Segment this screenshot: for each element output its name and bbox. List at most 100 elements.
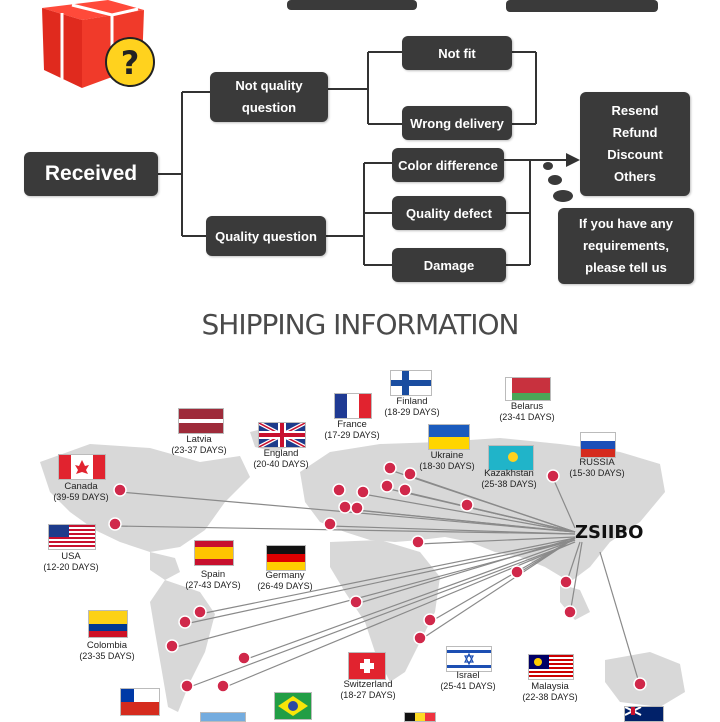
country-label-malaysia: Malaysia(22-38 DAYS)	[505, 681, 595, 703]
country-name: Belarus	[510, 401, 544, 412]
pin-icon	[350, 501, 364, 515]
solutions-box: Resend Refund Discount Others	[580, 92, 690, 196]
svg-text:?: ?	[121, 44, 140, 82]
country-label-england: England(20-40 DAYS)	[236, 448, 326, 470]
argentina-flag-icon	[200, 712, 246, 722]
shipping-days: (23-35 DAYS)	[79, 651, 135, 661]
brazil-flag-icon	[274, 692, 312, 720]
quality-question-box: Quality question	[206, 216, 326, 256]
shipping-days: (23-37 DAYS)	[171, 445, 227, 455]
country-label-russia: RUSSIA(15-30 DAYS)	[552, 457, 642, 479]
pin-icon	[380, 479, 394, 493]
pin-icon	[113, 483, 127, 497]
shipping-title: SHIPPING INFORMATION	[201, 308, 520, 341]
color-difference-box: Color difference	[392, 148, 504, 182]
country-name: France	[337, 419, 367, 430]
shipping-days: (39-59 DAYS)	[53, 492, 109, 502]
country-name: Finland	[396, 396, 428, 407]
chile-flag-icon	[120, 688, 160, 716]
wrong-delivery-label: Wrong delivery	[410, 115, 504, 131]
pin-icon	[423, 613, 437, 627]
shipping-days: (18-29 DAYS)	[384, 407, 440, 417]
pin-icon	[323, 517, 337, 531]
shipping-days: (15-30 DAYS)	[569, 468, 625, 478]
not-fit-box: Not fit	[402, 36, 512, 70]
shipping-days: (23-41 DAYS)	[499, 412, 555, 422]
pin-icon	[349, 595, 363, 609]
country-label-usa: USA(12-20 DAYS)	[26, 551, 116, 573]
country-label-germany: Germany(26-49 DAYS)	[240, 570, 330, 592]
shipping-days: (20-40 DAYS)	[253, 459, 309, 469]
russia-flag-icon	[580, 432, 616, 458]
pin-icon	[332, 483, 346, 497]
country-name: Germany	[265, 570, 305, 581]
requirements-box: If you have any requirements, please tel…	[558, 208, 694, 284]
belgium-flag-icon	[404, 712, 436, 722]
pin-icon	[398, 483, 412, 497]
canada-flag-icon	[58, 454, 106, 480]
country-label-kazakhstan: Kazakhstan(25-38 DAYS)	[464, 468, 554, 490]
country-label-france: France(17-29 DAYS)	[307, 419, 397, 441]
country-label-ukraine: Ukraine(18-30 DAYS)	[402, 450, 492, 472]
latvia-flag-icon	[178, 408, 224, 434]
shipping-days: (12-20 DAYS)	[43, 562, 99, 572]
malaysia-flag-icon	[528, 654, 574, 680]
pin-icon	[413, 631, 427, 645]
country-label-israel: Israel(25-41 DAYS)	[423, 670, 513, 692]
kazakhstan-flag-icon	[488, 445, 534, 471]
received-label: Received	[44, 162, 138, 185]
country-label-canada: Canada(39-59 DAYS)	[36, 481, 126, 503]
damage-box: Damage	[392, 248, 506, 282]
country-name: Malaysia	[531, 681, 569, 692]
spain-flag-icon	[194, 540, 234, 566]
pin-icon	[403, 467, 417, 481]
quality-defect-box: Quality defect	[392, 196, 506, 230]
location-pins	[108, 461, 647, 693]
requirements-line1: If you have any	[579, 216, 673, 231]
pin-icon	[165, 639, 179, 653]
germany-flag-icon	[266, 545, 306, 571]
shipping-days: (27-43 DAYS)	[185, 580, 241, 590]
pin-icon	[338, 500, 352, 514]
shipping-days: (25-41 DAYS)	[440, 681, 496, 691]
colombia-flag-icon	[88, 610, 128, 638]
country-name: Switzerland	[343, 679, 393, 690]
usa-flag-icon	[48, 524, 96, 550]
country-label-latvia: Latvia(23-37 DAYS)	[154, 434, 244, 456]
pin-icon	[510, 565, 524, 579]
pin-icon	[180, 679, 194, 693]
ukraine-flag-icon	[428, 424, 470, 450]
pin-icon	[633, 677, 647, 691]
pin-icon	[411, 535, 425, 549]
pin-icon	[108, 517, 122, 531]
switzerland-flag-icon	[348, 652, 386, 680]
solution-resend: Resend	[611, 103, 659, 118]
color-difference-label: Color difference	[398, 157, 498, 173]
solution-refund: Refund	[612, 125, 658, 140]
country-name: Latvia	[186, 434, 212, 445]
quality-question-label: Quality question	[215, 228, 317, 244]
shipping-days: (18-27 DAYS)	[340, 690, 396, 700]
shipping-days: (26-49 DAYS)	[257, 581, 313, 591]
not-quality-question-box: Not quality question	[210, 72, 328, 122]
gift-box-question-icon: ?	[42, 0, 155, 88]
country-label-spain: Spain(27-43 DAYS)	[168, 569, 258, 591]
pin-icon	[216, 679, 230, 693]
pin-icon	[178, 615, 192, 629]
country-label-colombia: Colombia(23-35 DAYS)	[62, 640, 152, 662]
requirements-line3: please tell us	[585, 260, 667, 275]
country-label-finland: Finland(18-29 DAYS)	[367, 396, 457, 418]
belarus-flag-icon	[505, 377, 551, 401]
brand-logo: ZSIIBO	[575, 522, 644, 543]
country-name: Israel	[456, 670, 480, 681]
not-fit-label: Not fit	[438, 45, 476, 61]
pin-icon	[559, 575, 573, 589]
not-quality-line2: question	[241, 100, 297, 115]
solution-others: Others	[614, 169, 656, 184]
finland-flag-icon	[390, 370, 432, 396]
flowchart-connectors	[158, 0, 658, 266]
quality-defect-label: Quality defect	[406, 205, 492, 221]
country-label-belarus: Belarus(23-41 DAYS)	[482, 401, 572, 423]
pin-icon	[460, 498, 474, 512]
received-box: Received	[24, 152, 158, 196]
